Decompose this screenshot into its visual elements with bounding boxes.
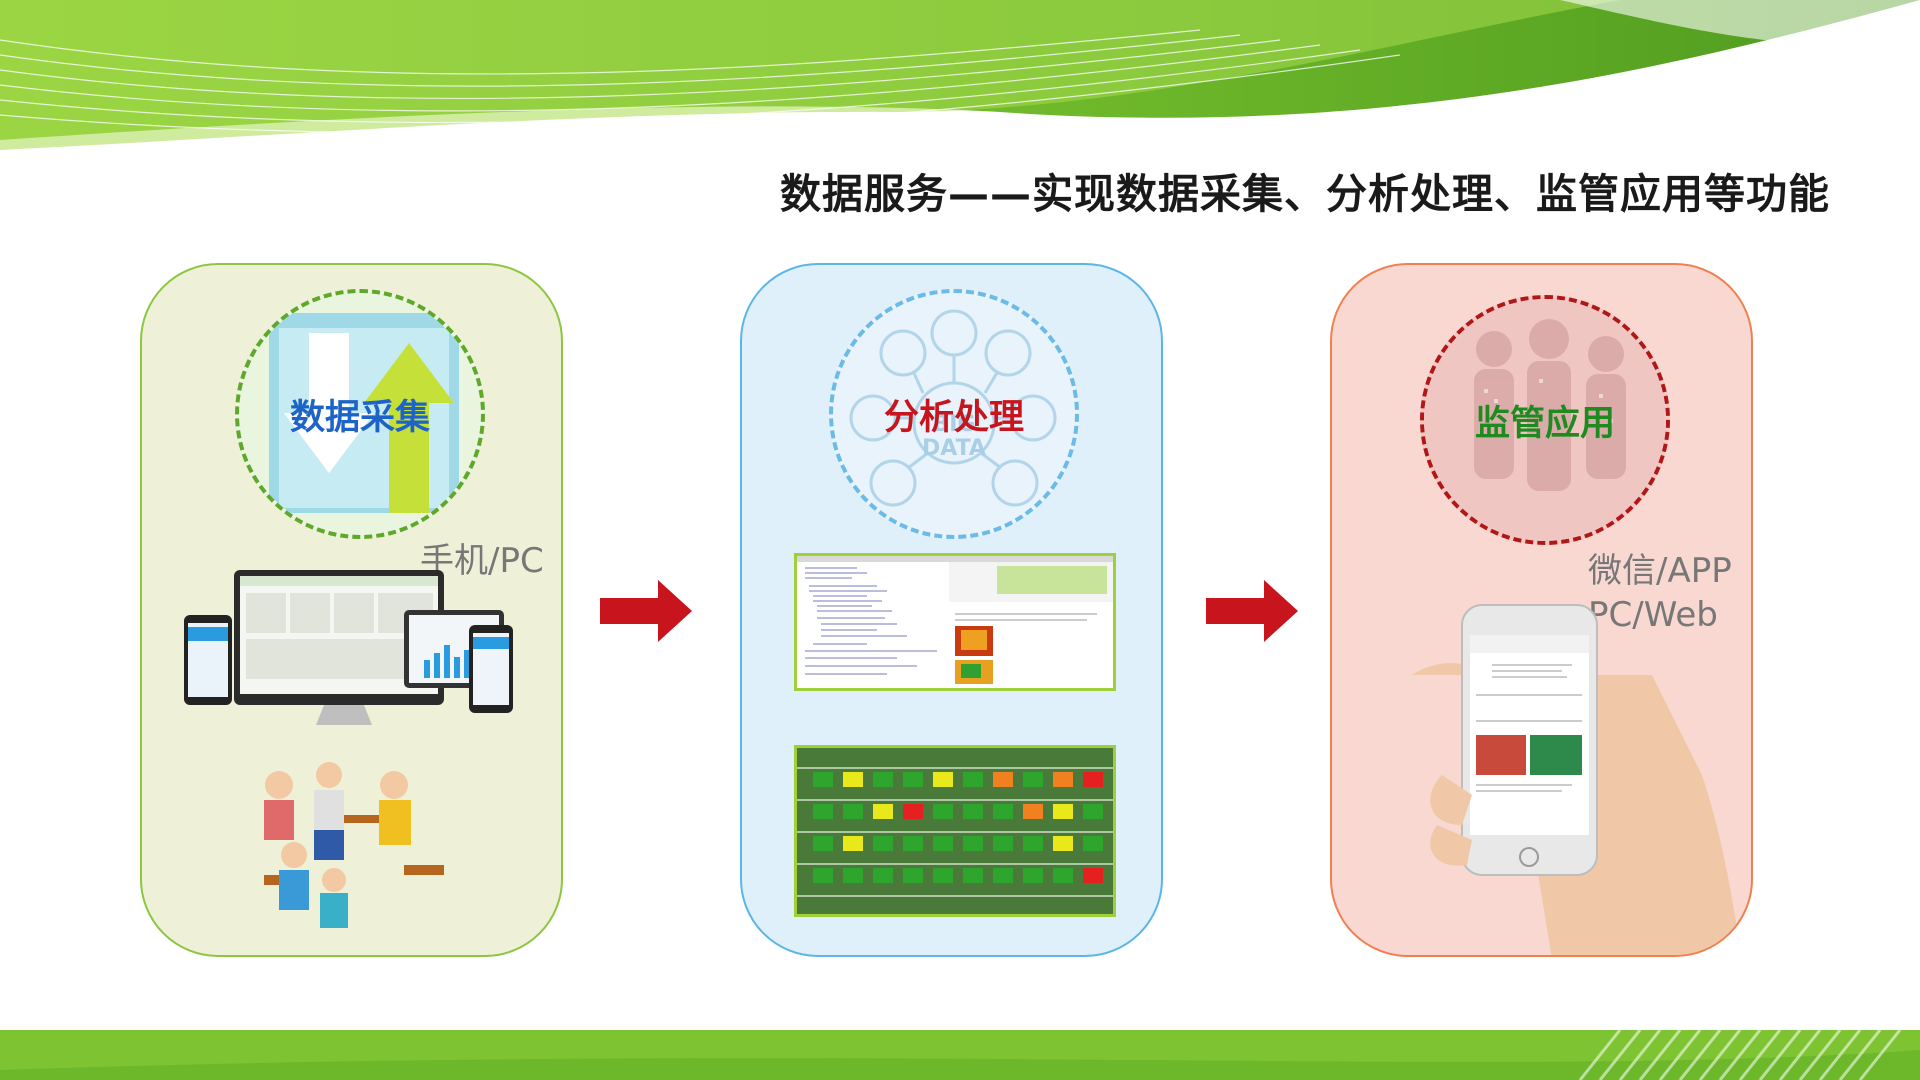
meeting-people-illustration xyxy=(264,762,444,928)
plot-cell xyxy=(1023,772,1043,787)
plot-cell xyxy=(813,804,833,819)
panel-data-analysis: BIG DATA 分析处理 xyxy=(740,263,1163,957)
plot-cell xyxy=(993,836,1013,851)
devices-illustration xyxy=(184,570,513,725)
plot-cell xyxy=(843,868,863,883)
big-data-watermark: BIG xyxy=(932,412,975,437)
plot-cell xyxy=(963,772,983,787)
plot-cell xyxy=(843,804,863,819)
plot-grid xyxy=(797,748,1113,914)
bottom-wave-banner xyxy=(0,1030,1920,1080)
panel-label: 监管应用 xyxy=(1474,403,1615,444)
plot-cell xyxy=(903,804,923,819)
svg-text:DATA: DATA xyxy=(922,436,986,461)
platform-label: PC/Web xyxy=(1588,595,1718,635)
plot-cell xyxy=(1083,868,1103,883)
plot-cell xyxy=(963,868,983,883)
plot-cell xyxy=(813,868,833,883)
plot-cell xyxy=(1053,804,1073,819)
folder-upload-download-icon xyxy=(269,313,459,513)
plot-cell xyxy=(1083,836,1103,851)
panel-supervision-application: 监管应用 微信/APP PC/Web xyxy=(1330,263,1753,957)
plot-cell xyxy=(933,868,953,883)
plot-cell xyxy=(843,772,863,787)
hand-holding-phone-illustration xyxy=(1412,604,1742,955)
plot-cell xyxy=(873,868,893,883)
plot-cell xyxy=(873,804,893,819)
top-wave-banner xyxy=(0,0,1920,150)
supervision-circle: 监管应用 xyxy=(1420,295,1670,545)
field-plot-heatmap xyxy=(794,745,1116,917)
plot-cell xyxy=(1023,868,1043,883)
plot-cell xyxy=(1023,804,1043,819)
plot-cell xyxy=(993,772,1013,787)
plot-cell xyxy=(963,836,983,851)
plot-cell xyxy=(903,868,923,883)
code-editor-thumbnail xyxy=(797,556,1113,688)
plot-cell xyxy=(903,772,923,787)
panel-data-collection: 数据采集 手机/PC xyxy=(140,263,563,957)
plot-cell xyxy=(873,836,893,851)
plot-cell xyxy=(933,836,953,851)
digital-people-icon xyxy=(1424,299,1666,541)
plot-cell xyxy=(1053,836,1073,851)
flow-arrow-right-icon xyxy=(1206,580,1298,642)
plot-cell xyxy=(903,836,923,851)
plot-cell xyxy=(813,836,833,851)
plot-cell xyxy=(933,772,953,787)
panel-label: 分析处理 xyxy=(883,397,1024,438)
collection-circle: 数据采集 xyxy=(235,289,485,539)
plot-cell xyxy=(1053,868,1073,883)
page-title: 数据服务——实现数据采集、分析处理、监管应用等功能 xyxy=(780,170,1830,218)
analysis-software-screenshot xyxy=(794,553,1116,691)
platform-label: 微信/APP xyxy=(1588,551,1732,591)
plot-cell xyxy=(1083,804,1103,819)
plot-cell xyxy=(963,804,983,819)
plot-cell xyxy=(1053,772,1073,787)
plot-cell xyxy=(873,772,893,787)
plot-cell xyxy=(993,868,1013,883)
flow-arrow-right-icon xyxy=(600,580,692,642)
plot-cell xyxy=(813,772,833,787)
plot-cell xyxy=(1083,772,1103,787)
plot-cell xyxy=(933,804,953,819)
big-data-icon: BIG DATA xyxy=(849,309,1057,507)
plot-cell xyxy=(843,836,863,851)
plot-cell xyxy=(993,804,1013,819)
plot-cell xyxy=(1023,836,1043,851)
analysis-circle: BIG DATA 分析处理 xyxy=(829,289,1079,539)
panel-label: 数据采集 xyxy=(289,397,430,438)
